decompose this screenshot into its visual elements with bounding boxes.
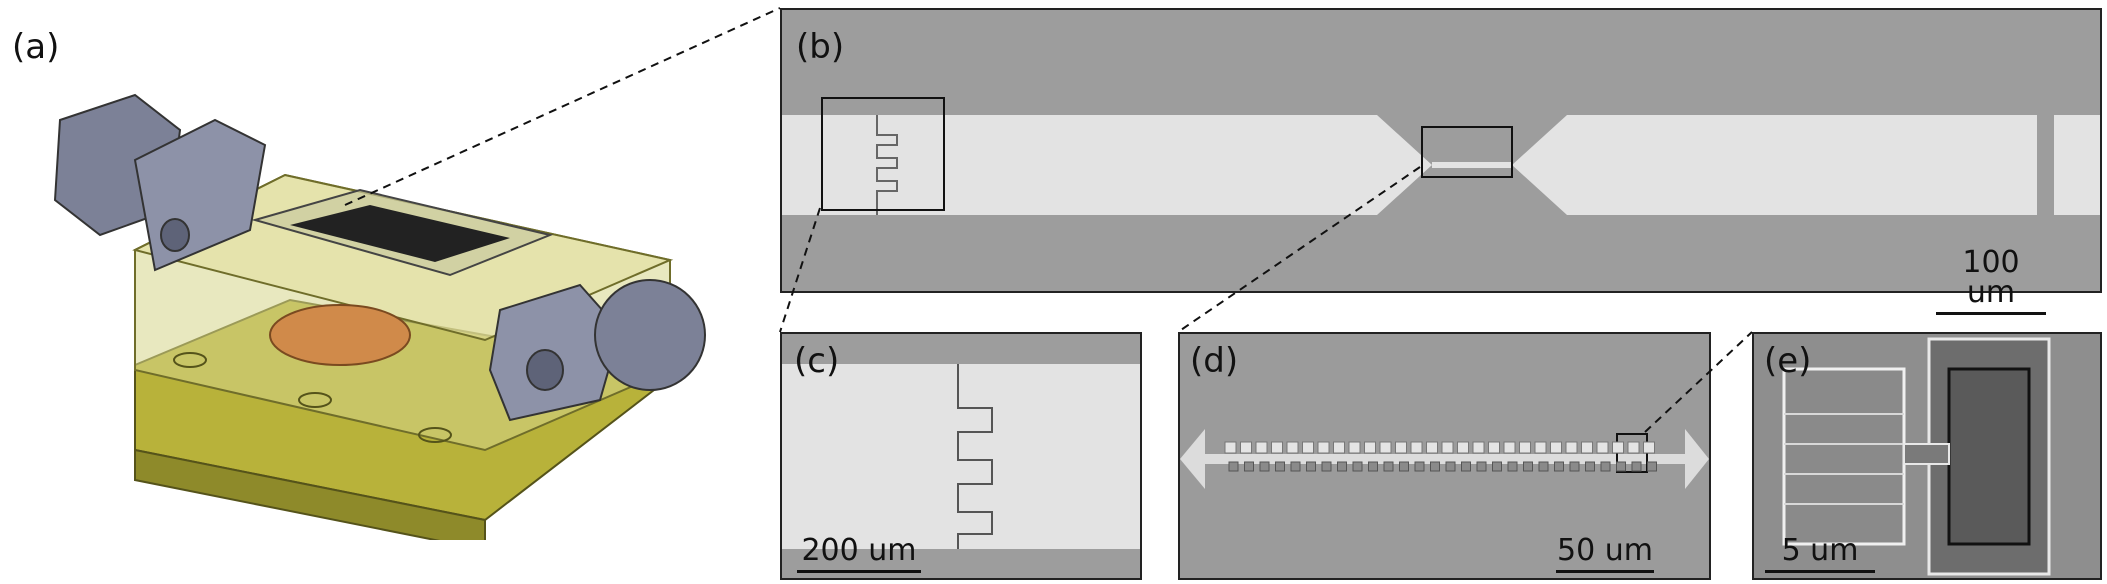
resonator-cell (1317, 441, 1330, 454)
resonator-cell (1523, 461, 1533, 472)
resonator-cell (1616, 461, 1626, 472)
resonator-cell (1627, 441, 1640, 454)
panel-b-scale-bar: 100 um (1936, 248, 2046, 315)
resonator-cell (1430, 461, 1440, 472)
resonator-cell (1585, 461, 1595, 472)
panel-c-label: (c) (794, 341, 840, 381)
panel-e-image (1752, 332, 2102, 580)
resonator-cell (1631, 461, 1642, 472)
resonator-cell (1302, 441, 1314, 454)
resonator-cell (1647, 461, 1657, 472)
resonator-cell (1271, 441, 1283, 454)
resonator-cell (1383, 461, 1394, 472)
resonator-cell (1379, 441, 1392, 454)
resonator-cell (1240, 441, 1252, 454)
resonator-cell (1445, 461, 1456, 472)
resonator-cell (1534, 441, 1547, 454)
panel-c-scale-line (797, 570, 921, 573)
resonator-cell (1275, 461, 1285, 472)
panel-d-image (1178, 332, 1711, 580)
panel-e-label: (e) (1764, 341, 1812, 381)
resonator-cell (1503, 441, 1516, 454)
resonator-cell (1228, 461, 1239, 472)
resonator-cell (1519, 441, 1531, 454)
resonator-cell (1399, 461, 1409, 472)
panel-e-scale-line (1765, 570, 1875, 573)
resonator-cell (1290, 461, 1301, 472)
panel-a-label: (a) (12, 27, 60, 67)
panel-c-scale-bar: 200 um (797, 536, 921, 573)
resonator-cell (1565, 441, 1578, 454)
resonator-cell (1643, 441, 1655, 454)
resonator-cell (1426, 441, 1438, 454)
panel-d-label: (d) (1190, 341, 1239, 381)
panel-e-scale-label: 5 um (1781, 533, 1859, 568)
resonator-cell (1244, 461, 1254, 472)
resonator-cell (1333, 441, 1345, 454)
panel-c-image (780, 332, 1142, 580)
panel-d-scale-label: 50 um (1557, 533, 1653, 568)
resonator-cell (1352, 461, 1363, 472)
resonator-cell (1414, 461, 1425, 472)
resonator-cell (1596, 441, 1609, 454)
panel-b-scale-line (1936, 312, 2046, 315)
resonator-cell (1286, 441, 1299, 454)
resonator-cell (1321, 461, 1332, 472)
resonator-cell (1472, 441, 1485, 454)
resonator-cell (1461, 461, 1471, 472)
panel-c-scale-label: 200 um (801, 533, 917, 568)
resonator-cell (1255, 441, 1268, 454)
resonator-cell (1550, 441, 1562, 454)
panel-b-scale-label: 100 um (1962, 245, 2020, 310)
resonator-cell (1259, 461, 1270, 472)
resonator-cell (1492, 461, 1502, 472)
resonator-cell (1410, 441, 1423, 454)
resonator-cell (1600, 461, 1611, 472)
resonator-cell (1364, 441, 1376, 454)
resonator-cell (1337, 461, 1347, 472)
resonator-cell (1581, 441, 1593, 454)
resonator-cell (1224, 441, 1237, 454)
resonator-cell (1554, 461, 1564, 472)
resonator-cell (1538, 461, 1549, 472)
resonator-cell (1457, 441, 1469, 454)
panel-a-rendering (40, 70, 740, 540)
panel-d-scale-bar: 50 um (1556, 536, 1654, 573)
resonator-cell (1441, 441, 1454, 454)
resonator-cell (1395, 441, 1407, 454)
resonator-cell (1488, 441, 1500, 454)
panel-d-scale-line (1556, 570, 1654, 573)
panel-b-label: (b) (796, 27, 845, 67)
resonator-cell (1348, 441, 1361, 454)
resonator-cell (1569, 461, 1580, 472)
panel-b-image (780, 8, 2102, 293)
resonator-cell (1306, 461, 1316, 472)
resonator-cell (1507, 461, 1518, 472)
resonator-cell (1476, 461, 1487, 472)
resonator-cell (1612, 441, 1624, 454)
panel-e-scale-bar: 5 um (1765, 536, 1875, 573)
resonator-cell (1368, 461, 1378, 472)
